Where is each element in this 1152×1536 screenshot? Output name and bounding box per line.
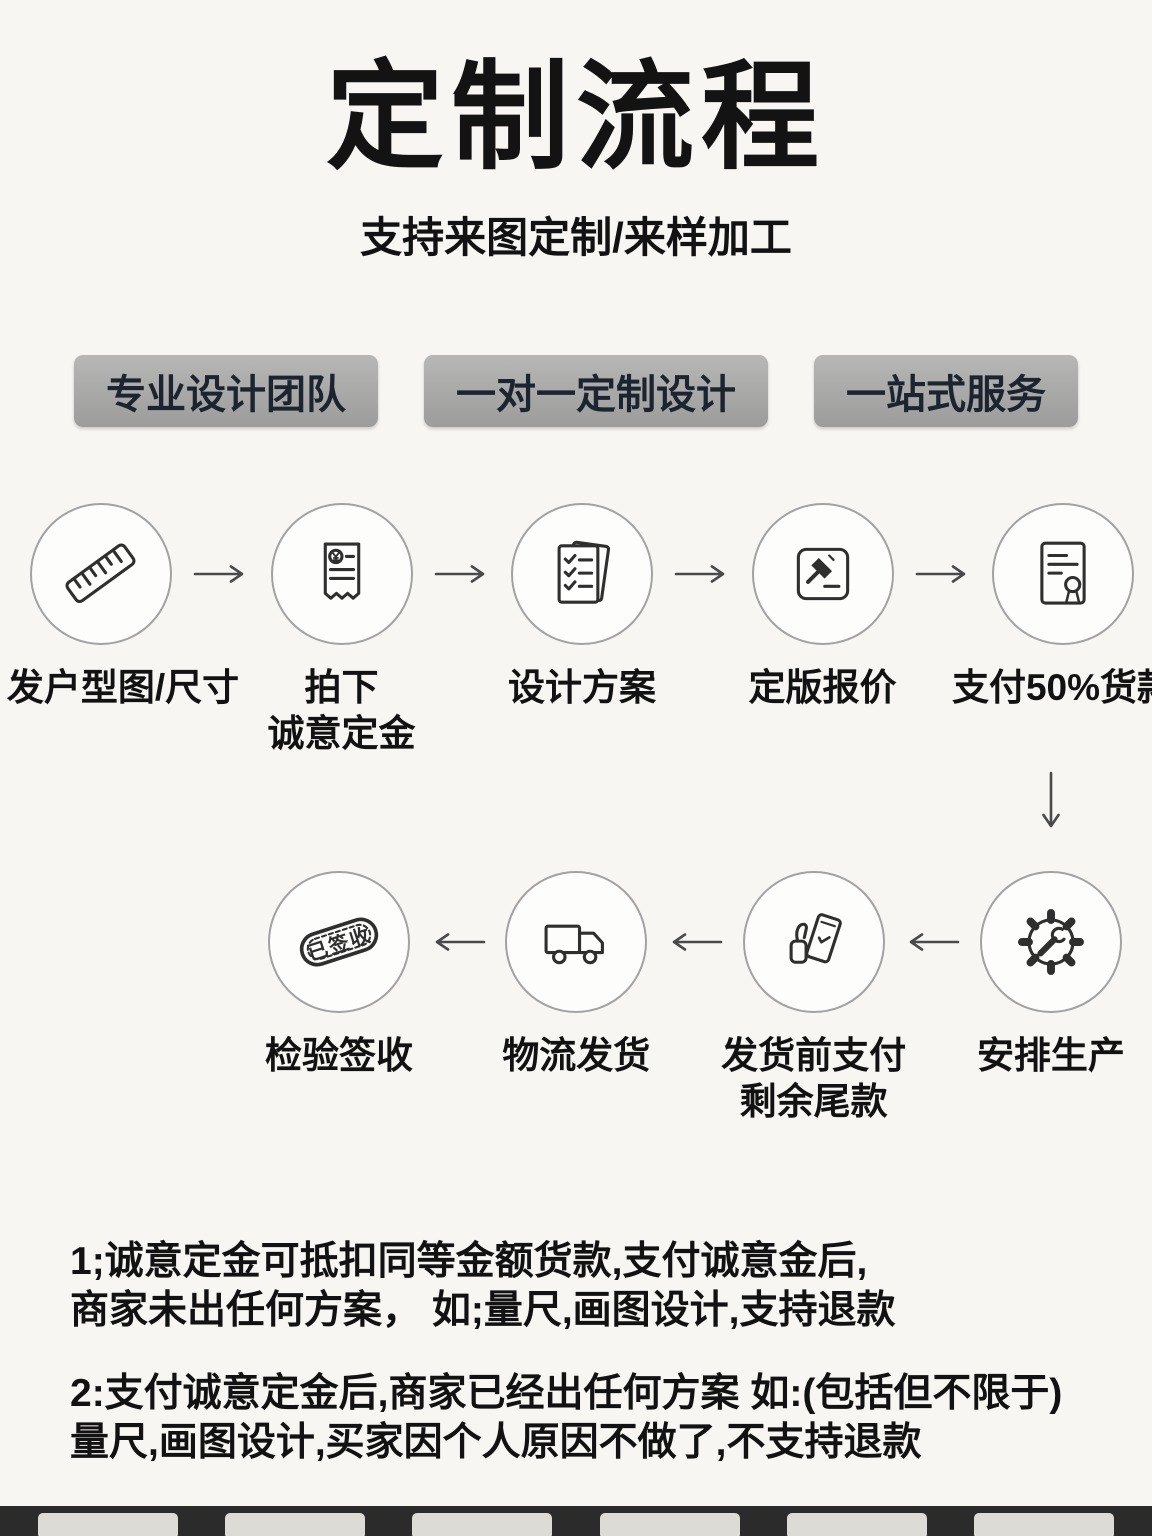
badge-one-on-one: 一对一定制设计 xyxy=(424,355,768,428)
step-circle xyxy=(979,871,1122,1014)
flow-step-inspect: 已签收 检验签收 xyxy=(265,871,413,1079)
deposit-receipt-icon xyxy=(323,542,360,601)
step-circle: 已签收 xyxy=(268,871,410,1014)
step-label-design: 设计方案 xyxy=(508,667,656,709)
step-circle xyxy=(751,503,894,646)
page-title: 定制流程 xyxy=(325,52,826,184)
flow-step-production: 安排生产 xyxy=(976,871,1125,1079)
ruler-icon xyxy=(65,543,136,604)
truck-icon xyxy=(544,924,605,965)
arrow-left-icon xyxy=(909,933,960,951)
arrow-down-icon xyxy=(1042,771,1060,828)
flow-step-quote: 定版报价 xyxy=(748,503,897,711)
flow-step-balance: 发货前支付 剩余尾款 xyxy=(721,871,906,1125)
flow-step-deposit: 拍下 诚意定金 xyxy=(267,503,416,757)
flow-row-bottom: 已签收 检验签收 物流发货 xyxy=(0,871,1152,1125)
arrow-right-icon xyxy=(915,565,966,584)
step-label-inspect: 检验签收 xyxy=(265,1035,413,1077)
arrow-right-icon xyxy=(193,565,244,584)
footer-tag xyxy=(37,1513,178,1536)
step-label-deposit: 拍下 诚意定金 xyxy=(267,667,416,755)
flow-step-design: 设计方案 xyxy=(508,503,656,711)
step-label-shipping: 物流发货 xyxy=(502,1035,651,1077)
flow-step-floorplan: 发户型图/尺寸 xyxy=(7,503,239,711)
footer-tag xyxy=(224,1513,365,1536)
step-label-balance: 发货前支付 剩余尾款 xyxy=(721,1035,907,1122)
step-label-quote: 定版报价 xyxy=(748,667,897,709)
footer-tag xyxy=(974,1513,1115,1536)
badge-one-stop: 一站式服务 xyxy=(814,355,1078,428)
step-label-pay50: 支付50%货款 xyxy=(951,667,1152,709)
gear-wrench-icon xyxy=(1017,909,1084,976)
arrow-left-icon xyxy=(435,933,485,951)
step-circle xyxy=(30,503,172,646)
step-circle xyxy=(992,503,1134,646)
flow-step-pay50: 支付50%货款 xyxy=(952,503,1152,711)
arrow-right-icon xyxy=(674,565,725,584)
arrow-right-icon xyxy=(434,565,485,584)
policy-note-1: 1;诚意定金可抵扣同等金额货款,支付诚意金后, 商家未出任何方案， 如;量尺,画… xyxy=(70,1239,896,1332)
stamp-received-icon xyxy=(299,917,379,967)
badge-design-team: 专业设计团队 xyxy=(74,355,378,428)
step-circle xyxy=(511,503,653,646)
arrow-left-icon xyxy=(672,933,723,951)
design-plan-icon xyxy=(557,541,611,605)
stamp-received-text: 已签收 xyxy=(304,923,375,966)
step-circle xyxy=(742,871,885,1014)
step-label-floorplan: 发户型图/尺寸 xyxy=(6,667,240,709)
contract-seal-icon xyxy=(1040,542,1086,605)
hand-payment-icon xyxy=(789,913,842,964)
flow-connector xyxy=(0,771,1152,833)
page-subtitle: 支持来图定制/来样加工 xyxy=(360,214,792,262)
step-label-production: 安排生产 xyxy=(976,1035,1125,1077)
step-circle xyxy=(270,503,413,646)
policy-notes: 1;诚意定金可抵扣同等金额货款,支付诚意金后, 商家未出任何方案， 如;量尺,画… xyxy=(0,1237,1152,1468)
gavel-icon xyxy=(796,548,849,601)
footer-tag xyxy=(599,1513,740,1536)
step-circle xyxy=(505,871,648,1014)
policy-note-2: 2:支付诚意定金后,商家已经出任何方案 如:(包括但不限于) 量尺,画图设计,买… xyxy=(70,1372,1063,1465)
footer-strip xyxy=(0,1506,1152,1536)
feature-badges: 专业设计团队 一对一定制设计 一站式服务 xyxy=(0,355,1152,428)
flow-step-shipping: 物流发货 xyxy=(502,871,651,1079)
footer-tag xyxy=(786,1513,927,1536)
flow-row-top: 发户型图/尺寸 拍下 诚意定金 xyxy=(0,503,1152,757)
footer-tag xyxy=(412,1513,553,1536)
